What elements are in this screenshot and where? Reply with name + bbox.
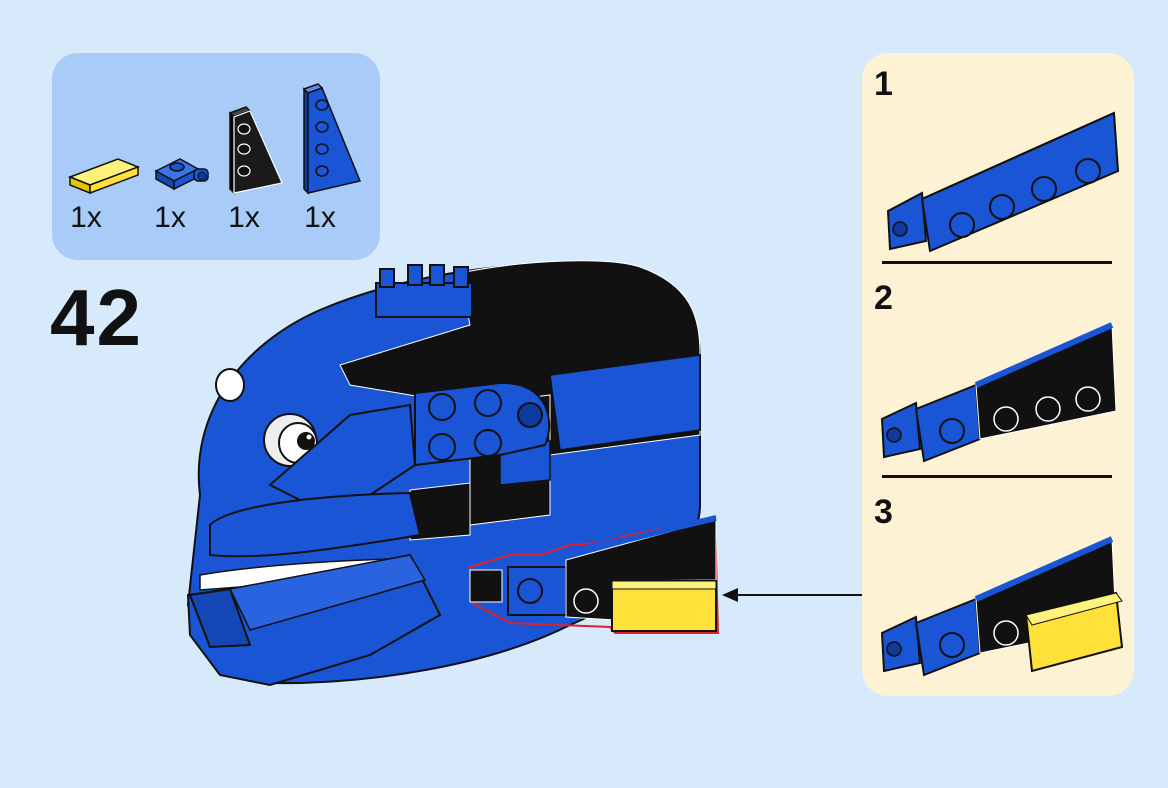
- blue-clip-plate-icon: [154, 158, 209, 191]
- substep-3-image: [880, 536, 1124, 677]
- subassembly-callout: 1 2 3: [862, 53, 1134, 696]
- substep-2-image: [880, 322, 1117, 463]
- part-qty-1: 1x: [70, 201, 102, 234]
- parts-list-panel: 1x 1x 1x 1x: [52, 53, 380, 260]
- substep-2-number: 2: [874, 279, 893, 317]
- step-number: 42: [50, 273, 143, 362]
- dorsal-clips: [375, 264, 473, 318]
- substep-1-image: [886, 111, 1120, 253]
- fish-head-model: [186, 260, 720, 687]
- blue-wedge-plate-icon: [302, 83, 362, 195]
- substep-3-number: 3: [874, 493, 893, 531]
- part-qty-2: 1x: [154, 201, 186, 234]
- new-fin-assembly: [469, 515, 720, 634]
- fish-eye: [215, 368, 318, 467]
- part-qty-4: 1x: [304, 201, 336, 234]
- yellow-tile-icon: [68, 158, 140, 195]
- part-qty-3: 1x: [228, 201, 260, 234]
- substep-divider-1: [882, 261, 1112, 264]
- substep-1-number: 1: [874, 65, 893, 103]
- black-wedge-plate-icon: [228, 106, 283, 195]
- insert-arrow-icon: [722, 588, 864, 602]
- substep-divider-2: [882, 475, 1112, 478]
